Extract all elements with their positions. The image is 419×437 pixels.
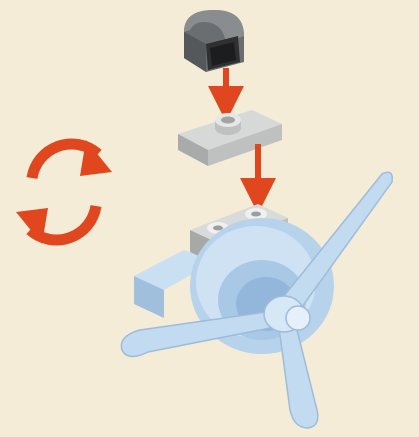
dark-gray-curved-slope-brick xyxy=(184,10,244,72)
light-gray-1x2-plate-with-center-stud xyxy=(178,110,282,166)
rotate-model-icon xyxy=(16,140,112,244)
light-blue-propeller-engine-assembly xyxy=(121,172,392,428)
